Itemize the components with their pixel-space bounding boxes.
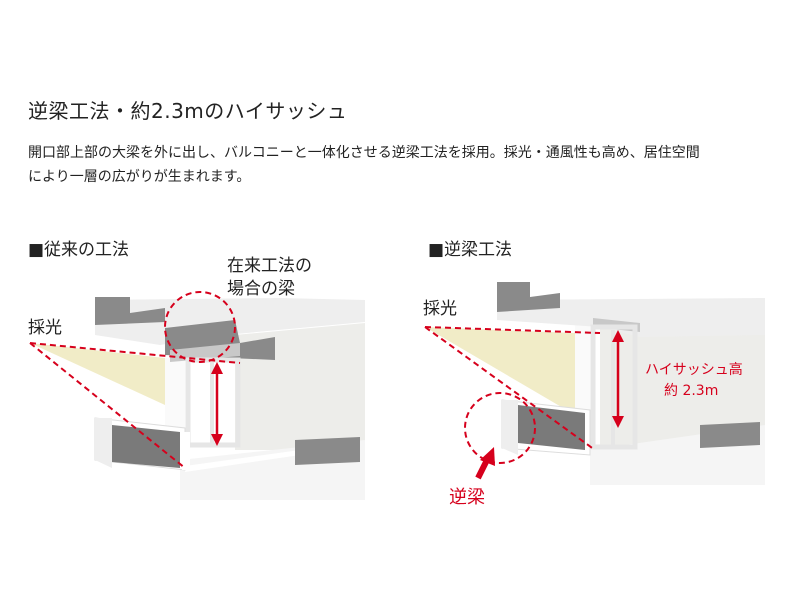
window-frame	[590, 324, 638, 450]
height-arrow-head-bottom	[612, 416, 624, 428]
ceiling-beam-top	[95, 297, 165, 325]
floor-shadow	[295, 437, 360, 465]
description-line-1: 開口部上部の大梁を外に出し、バルコニーと一体化させる逆梁工法を採用。採光・通風性…	[28, 145, 700, 161]
reverse-beam-method-title: ■逆梁工法	[428, 240, 513, 260]
light-ray-top	[424, 326, 601, 334]
conventional-method-diagram	[29, 291, 365, 500]
parapet-post	[182, 432, 190, 470]
height-arrow-head-top	[211, 362, 223, 374]
high-sash-label: ハイサッシュ高 約 2.3m	[645, 360, 743, 402]
sunlight-area	[30, 343, 165, 405]
height-arrow-head-bottom	[211, 434, 223, 446]
beam-highlight-circle	[164, 291, 236, 363]
reverse-beam-method-diagram	[424, 282, 765, 485]
conventional-beam-label-line-1: 在来工法の	[227, 256, 312, 276]
conventional-beam-label-line-2: 場合の梁	[227, 279, 295, 299]
light-label-left: 採光	[28, 318, 62, 338]
floor-shadow	[700, 422, 760, 448]
reverse-beam-label: 逆梁	[449, 487, 485, 508]
conventional-beam-label: 在来工法の 場合の梁	[227, 255, 312, 301]
ceiling-beam-top	[497, 282, 560, 312]
reverse-beam-pointer-head	[480, 447, 495, 466]
light-ray-bottom	[424, 326, 596, 451]
parapet-inner-shadow	[112, 425, 180, 468]
parapet-inner-shadow	[518, 405, 585, 450]
high-sash-label-line-2: 約 2.3m	[664, 383, 719, 399]
parapet-end	[502, 400, 518, 455]
ceiling-slab	[497, 298, 765, 337]
back-wall	[600, 320, 765, 448]
light-label-right: 採光	[423, 299, 457, 319]
page-title: 逆梁工法・約2.3mのハイサッシュ	[28, 99, 348, 123]
light-ray-bottom	[29, 342, 186, 469]
reverse-beam-highlight-circle	[464, 392, 536, 464]
height-arrow-head-top	[612, 330, 624, 342]
light-ray-top	[29, 342, 241, 364]
description-line-2: により一層の広がりが生まれます。	[28, 169, 251, 185]
conventional-method-title: ■従来の工法	[28, 240, 130, 260]
sunlight-area	[425, 327, 575, 415]
high-sash-label-line-1: ハイサッシュ高	[645, 362, 743, 378]
description: 開口部上部の大梁を外に出し、バルコニーと一体化させる逆梁工法を採用。採光・通風性…	[28, 141, 788, 189]
downstand-beam-face	[170, 343, 240, 362]
parapet-end	[95, 418, 112, 468]
floor-line	[185, 450, 300, 472]
